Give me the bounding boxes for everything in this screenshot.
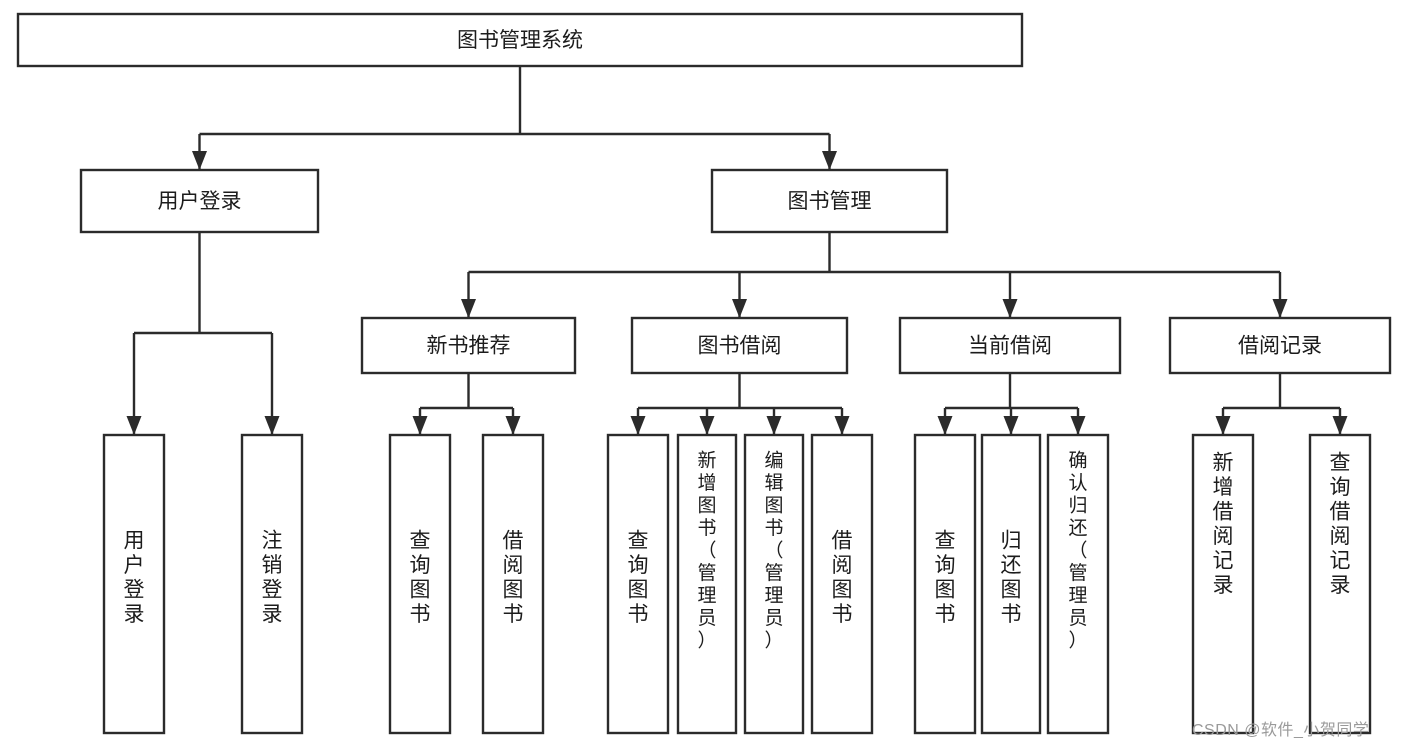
node-label-root: 图书管理系统 xyxy=(457,29,583,52)
node-book-borrow[interactable]: 图书借阅 xyxy=(630,316,849,375)
node-current-query-book[interactable]: 查询图书 xyxy=(913,433,977,735)
node-box-borrow-record[interactable] xyxy=(1168,316,1392,375)
arrowhead-book-borrow xyxy=(732,299,747,318)
node-label-borrow-query-book: 查询图书 xyxy=(628,529,649,626)
node-borrow-add-book[interactable]: 新增图书（管理员） xyxy=(676,433,738,735)
arrowhead-new-book-recommend xyxy=(461,299,476,318)
node-label-current-return-book: 归还图书 xyxy=(1001,529,1022,626)
node-label-current-confirm-return: 确认归还（管理员） xyxy=(1068,449,1087,651)
node-borrow-edit-book[interactable]: 编辑图书（管理员） xyxy=(743,433,805,735)
node-box-borrow-edit-book[interactable] xyxy=(743,433,805,735)
node-box-user-login[interactable] xyxy=(79,168,320,234)
node-label-borrow-borrow-book: 借阅图书 xyxy=(832,529,853,626)
arrowhead-user-logout-leaf xyxy=(264,416,280,435)
arrowhead-borrow-query-book xyxy=(630,416,646,435)
node-user-login[interactable]: 用户登录 xyxy=(79,168,320,234)
arrowhead-borrow-borrow-book xyxy=(834,416,850,435)
node-box-new-book-recommend[interactable] xyxy=(360,316,577,375)
node-box-book-manage[interactable] xyxy=(710,168,949,234)
arrowhead-record-add xyxy=(1215,416,1231,435)
connector-layer xyxy=(126,66,1348,435)
node-label-book-borrow: 图书借阅 xyxy=(698,335,782,358)
arrowhead-borrow-record xyxy=(1272,299,1288,318)
node-box-recommend-borrow-book[interactable] xyxy=(481,433,545,735)
node-box-borrow-add-book[interactable] xyxy=(676,433,738,735)
node-current-confirm-return[interactable]: 确认归还（管理员） xyxy=(1046,433,1110,735)
node-record-query[interactable]: 查询借阅记录 xyxy=(1308,433,1372,735)
node-new-book-recommend[interactable]: 新书推荐 xyxy=(360,316,577,375)
node-current-return-book[interactable]: 归还图书 xyxy=(980,433,1042,735)
node-layer: 图书管理系统用户登录用户登录注销登录图书管理新书推荐查询图书借阅图书图书借阅查询… xyxy=(16,12,1392,735)
node-box-current-confirm-return[interactable] xyxy=(1046,433,1110,735)
node-label-new-book-recommend: 新书推荐 xyxy=(427,335,511,358)
csdn-watermark: CSDN @软件_小贺同学 xyxy=(1192,722,1370,739)
arrowhead-record-query xyxy=(1332,416,1348,435)
node-box-borrow-borrow-book[interactable] xyxy=(810,433,874,735)
node-label-record-query: 查询借阅记录 xyxy=(1330,451,1351,597)
node-label-book-manage: 图书管理 xyxy=(788,190,872,213)
node-box-current-query-book[interactable] xyxy=(913,433,977,735)
node-label-borrow-edit-book: 编辑图书（管理员） xyxy=(764,449,783,651)
arrowhead-recommend-borrow-book xyxy=(505,416,521,435)
node-record-add[interactable]: 新增借阅记录 xyxy=(1191,433,1255,735)
node-box-record-add[interactable] xyxy=(1191,433,1255,735)
node-label-record-add: 新增借阅记录 xyxy=(1213,451,1234,597)
node-root[interactable]: 图书管理系统 xyxy=(16,12,1024,68)
node-label-user-logout-leaf: 注销登录 xyxy=(262,529,283,626)
node-book-manage[interactable]: 图书管理 xyxy=(710,168,949,234)
arrowhead-recommend-query-book xyxy=(412,416,428,435)
node-recommend-borrow-book[interactable]: 借阅图书 xyxy=(481,433,545,735)
node-box-current-return-book[interactable] xyxy=(980,433,1042,735)
node-box-user-logout-leaf[interactable] xyxy=(240,433,304,735)
arrowhead-current-return-book xyxy=(1003,416,1019,435)
arrowhead-user-login xyxy=(192,151,207,170)
node-label-user-login: 用户登录 xyxy=(158,190,242,213)
node-label-borrow-add-book: 新增图书（管理员） xyxy=(697,449,716,651)
node-borrow-record[interactable]: 借阅记录 xyxy=(1168,316,1392,375)
node-box-borrow-query-book[interactable] xyxy=(606,433,670,735)
node-box-user-login-leaf[interactable] xyxy=(102,433,166,735)
arrowhead-borrow-add-book xyxy=(699,416,715,435)
node-box-recommend-query-book[interactable] xyxy=(388,433,452,735)
node-recommend-query-book[interactable]: 查询图书 xyxy=(388,433,452,735)
arrowhead-book-manage xyxy=(822,151,837,170)
node-box-current-borrow[interactable] xyxy=(898,316,1122,375)
arrowhead-borrow-edit-book xyxy=(766,416,782,435)
node-label-current-query-book: 查询图书 xyxy=(935,529,956,626)
node-user-logout-leaf[interactable]: 注销登录 xyxy=(240,433,304,735)
arrowhead-current-confirm-return xyxy=(1070,416,1086,435)
node-current-borrow[interactable]: 当前借阅 xyxy=(898,316,1122,375)
arrowhead-current-borrow xyxy=(1002,299,1018,318)
node-label-recommend-query-book: 查询图书 xyxy=(410,529,431,626)
node-box-record-query[interactable] xyxy=(1308,433,1372,735)
node-label-user-login-leaf: 用户登录 xyxy=(124,529,145,626)
node-label-borrow-record: 借阅记录 xyxy=(1238,335,1322,358)
arrowhead-current-query-book xyxy=(937,416,953,435)
node-label-current-borrow: 当前借阅 xyxy=(968,335,1052,358)
node-borrow-borrow-book[interactable]: 借阅图书 xyxy=(810,433,874,735)
node-label-recommend-borrow-book: 借阅图书 xyxy=(503,529,524,626)
arrowhead-user-login-leaf xyxy=(126,416,142,435)
node-box-root[interactable] xyxy=(16,12,1024,68)
node-borrow-query-book[interactable]: 查询图书 xyxy=(606,433,670,735)
node-user-login-leaf[interactable]: 用户登录 xyxy=(102,433,166,735)
node-box-book-borrow[interactable] xyxy=(630,316,849,375)
